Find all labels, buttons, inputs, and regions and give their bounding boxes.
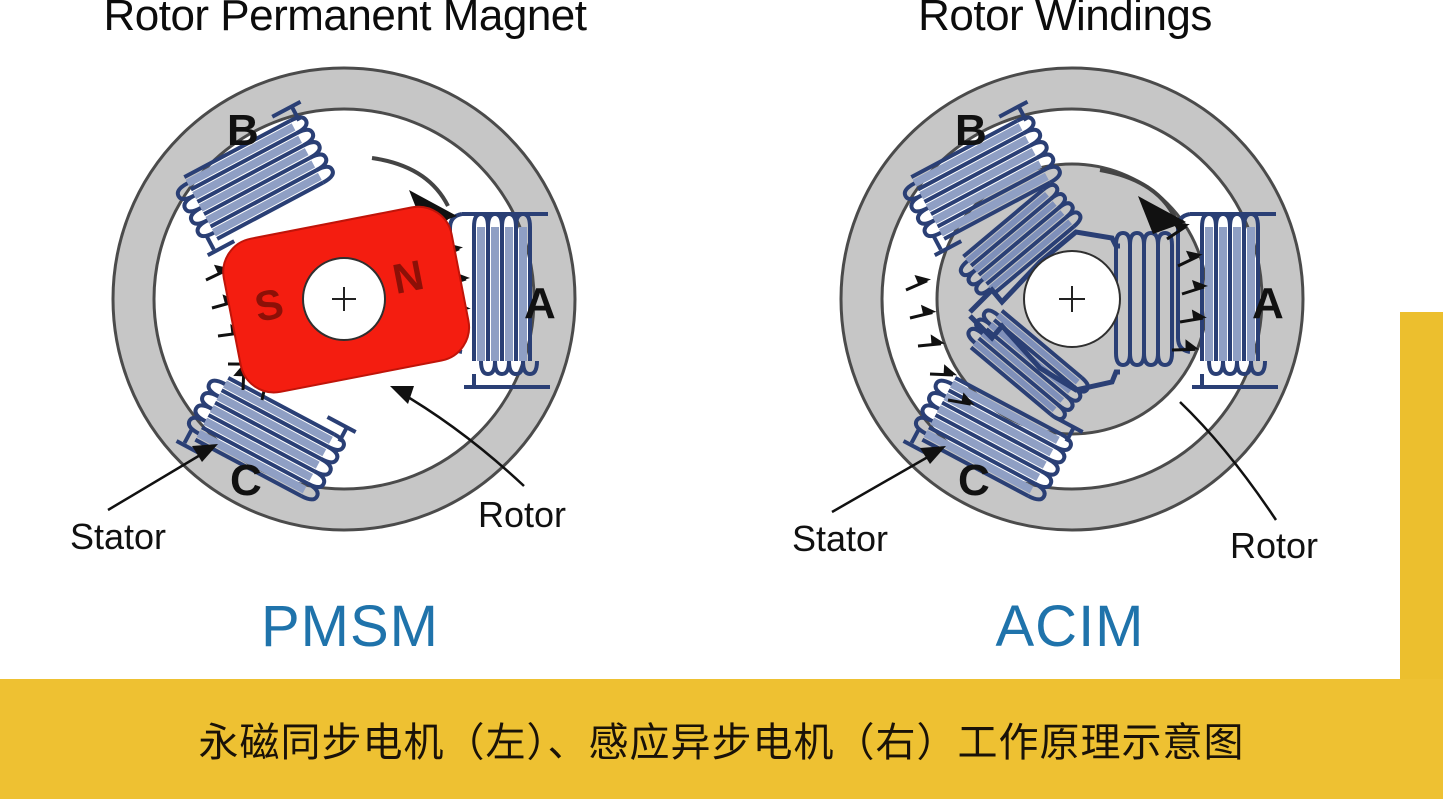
right-diagram-title: Rotor Windings bbox=[918, 0, 1212, 40]
acim-rotation-arrow bbox=[1099, 168, 1186, 234]
acim-shaft-cross-icon bbox=[1059, 286, 1085, 312]
acim-phase-label-b: B bbox=[955, 106, 987, 155]
left-diagram-title: Rotor Permanent Magnet bbox=[103, 0, 587, 40]
acim-stator-callout: Stator bbox=[792, 446, 946, 559]
pmsm-phase-label-a: A bbox=[524, 279, 556, 328]
right-accent-band bbox=[1400, 312, 1443, 679]
acim-rotor-label: Rotor bbox=[1230, 525, 1318, 566]
acim-phase-label-a: A bbox=[1252, 279, 1284, 328]
acim-rotor-winding-frame bbox=[968, 229, 1120, 393]
acim-rotor-callout: Rotor bbox=[1179, 401, 1318, 566]
pmsm-phase-label-c: C bbox=[230, 456, 262, 505]
caption-text: 永磁同步电机（左）、感应异步电机（右）工作原理示意图 bbox=[198, 720, 1245, 766]
acim-illustration: B C A Stator Rotor bbox=[720, 0, 1443, 680]
pmsm-stator-callout: Stator bbox=[70, 444, 218, 557]
pmsm-stator-label: Stator bbox=[70, 516, 166, 557]
pmsm-shaft-cross-icon bbox=[332, 287, 356, 311]
pmsm-motor-name: PMSM bbox=[261, 594, 439, 659]
acim-stator-label: Stator bbox=[792, 518, 888, 559]
acim-motor-name: ACIM bbox=[995, 594, 1145, 659]
caption-band bbox=[0, 679, 1443, 799]
acim-phase-label-c: C bbox=[958, 456, 990, 505]
pmsm-rotor-callout: Rotor bbox=[390, 386, 566, 535]
pmsm-illustration: B C A S N bbox=[0, 0, 720, 680]
pmsm-phase-label-b: B bbox=[227, 106, 259, 155]
pmsm-rotor-label: Rotor bbox=[478, 494, 566, 535]
